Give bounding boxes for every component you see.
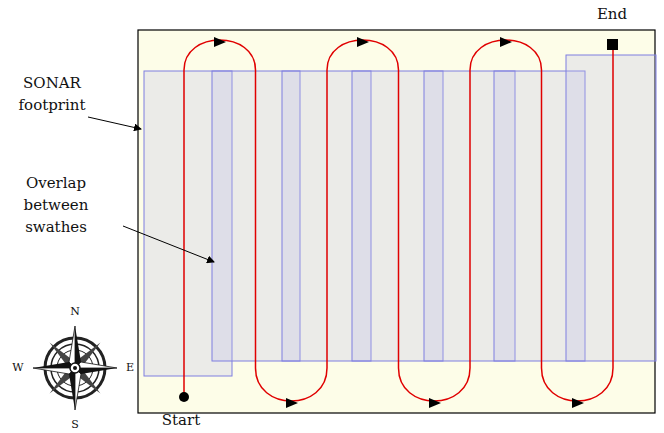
direction-arrows xyxy=(214,37,584,408)
leader-line xyxy=(88,117,141,129)
compass-letter: E xyxy=(120,361,140,374)
sonar-swathes xyxy=(144,55,656,376)
compass-letter: S xyxy=(65,418,85,431)
end-label: End xyxy=(582,3,642,25)
compass-letter: N xyxy=(65,305,85,318)
start-marker xyxy=(179,392,189,402)
callout-label: Overlap between swathes xyxy=(13,172,99,238)
leader-line xyxy=(123,226,214,262)
compass-rose xyxy=(24,317,126,419)
end-marker xyxy=(607,39,618,50)
callout-label: SONAR footprint xyxy=(10,72,94,116)
survey-area xyxy=(138,30,655,413)
survey-path xyxy=(184,40,613,401)
start-label: Start xyxy=(151,409,211,431)
compass-letter: W xyxy=(8,361,28,374)
